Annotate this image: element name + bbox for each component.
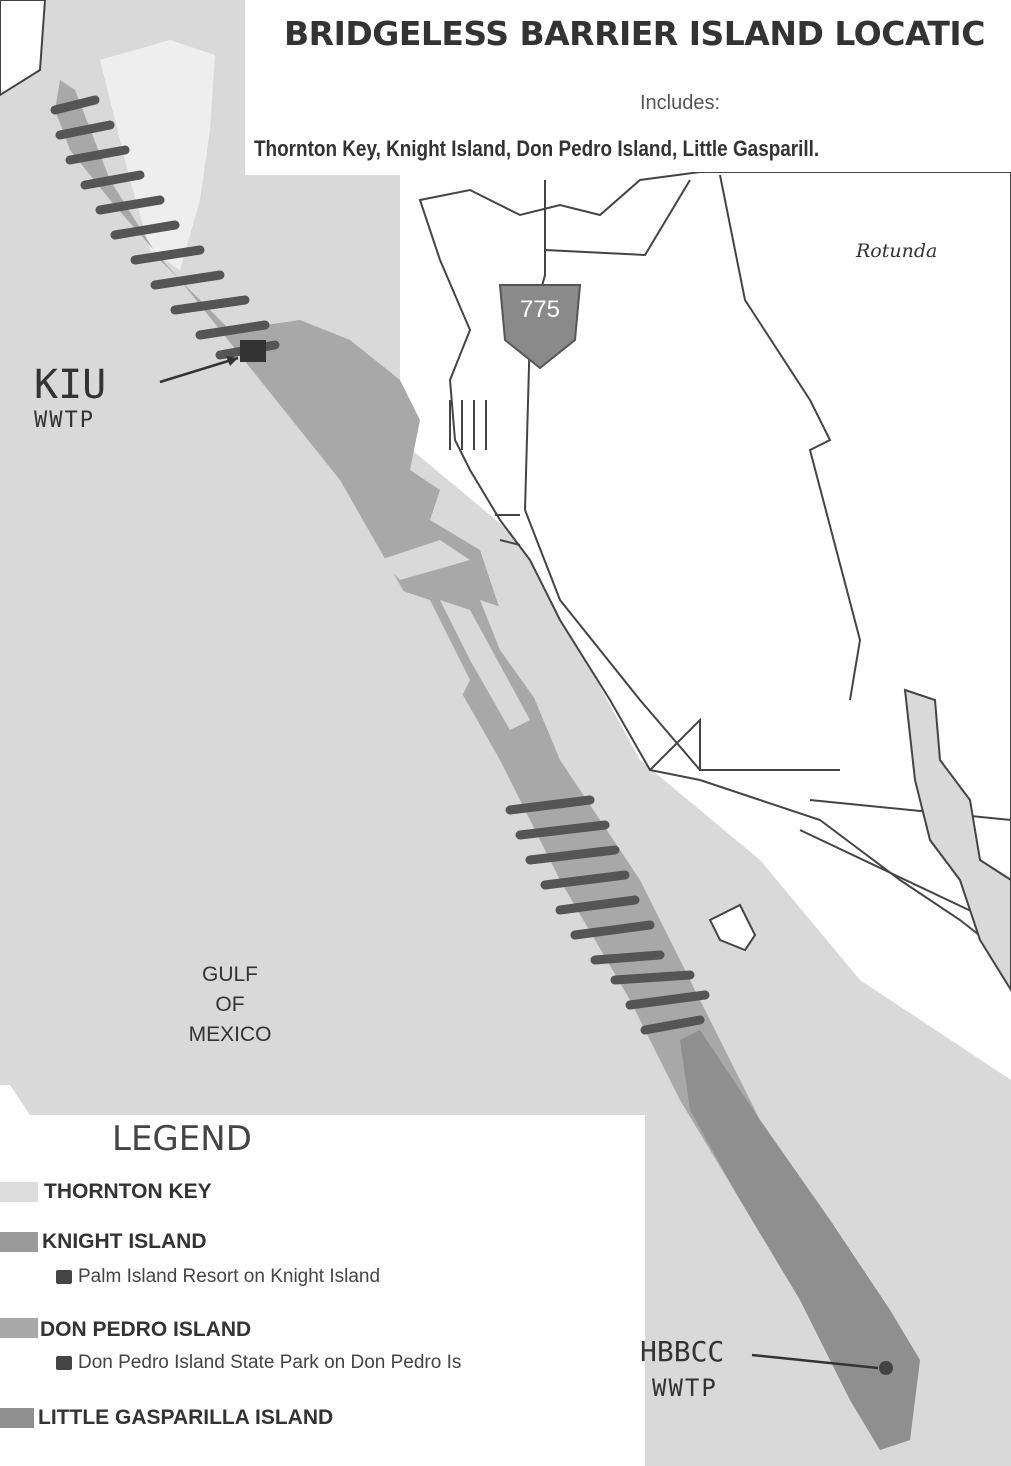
estuary (903, 688, 1011, 992)
water-label: GULF OF MEXICO (150, 960, 310, 1050)
land-corner (0, 0, 47, 97)
legend-item-knight-island: KNIGHT ISLAND (42, 1230, 207, 1254)
legend-panel (0, 1115, 645, 1466)
islands-list: Thornton Key, Knight Island, Don Pedro I… (254, 136, 820, 161)
little-gasparilla-shape (680, 1030, 920, 1450)
island-lagoons (380, 540, 570, 730)
legend-item-don-pedro-island: DON PEDRO ISLAND (40, 1318, 251, 1342)
legend-subitem-palm-island: Palm Island Resort on Knight Island (56, 1266, 380, 1288)
map-title: BRIDGELESS BARRIER ISLAND LOCATIC (284, 14, 985, 53)
legend-swatch-gasparilla (0, 1408, 34, 1428)
legend-title: LEGEND (112, 1119, 252, 1159)
hbbcc-annotation: HBBCC (640, 1335, 725, 1368)
legend-swatch-thornton (0, 1182, 38, 1202)
legend-subitem-state-park: Don Pedro Island State Park on Don Pedro… (56, 1352, 461, 1374)
park-icon (56, 1356, 72, 1370)
islet (708, 903, 757, 952)
resort-icon (56, 1270, 72, 1284)
hbbcc-wwtp-marker (879, 1361, 893, 1375)
legend-item-label: LITTLE GASPARILLA ISLAND (38, 1406, 334, 1429)
kiu-arrow (159, 356, 239, 384)
knight-island-stripes-south (505, 795, 710, 1035)
legend-item-label: THORNTON KEY (44, 1180, 212, 1203)
legend-item-label: KNIGHT ISLAND (42, 1230, 207, 1253)
thornton-key-shape (100, 40, 215, 270)
pier-lines (449, 400, 521, 546)
kiu-wwtp-annotation: WWTP (34, 408, 95, 433)
mainland (418, 171, 1011, 962)
includes-label: Includes: (639, 92, 721, 114)
water-label-line: MEXICO (188, 1023, 272, 1046)
town-label-rotunda: Rotunda (856, 240, 938, 262)
legend-subitem-label: Palm Island Resort on Knight Island (78, 1266, 381, 1287)
route-number: 775 (519, 296, 561, 323)
legend-item-little-gasparilla: LITTLE GASPARILLA ISLAND (38, 1406, 333, 1430)
water-label-line: OF (215, 993, 245, 1016)
legend-swatch-donpedro (0, 1318, 38, 1338)
kiu-arrow-head (226, 356, 238, 366)
route-shield (498, 284, 582, 370)
legend-swatch-knight (0, 1232, 38, 1252)
title-panel (245, 0, 1011, 172)
hbbcc-wwtp-annotation: WWTP (652, 1374, 718, 1402)
legend-item-label: DON PEDRO ISLAND (40, 1318, 252, 1341)
legend-item-thornton-key: THORNTON KEY (44, 1180, 212, 1204)
hbbcc-arrow (751, 1353, 879, 1370)
kiu-wwtp-marker (240, 340, 266, 362)
kiu-annotation: KIU (34, 362, 107, 408)
legend-subitem-label: Don Pedro Island State Park on Don Pedro… (78, 1352, 462, 1373)
water-label-line: GULF (201, 963, 258, 986)
